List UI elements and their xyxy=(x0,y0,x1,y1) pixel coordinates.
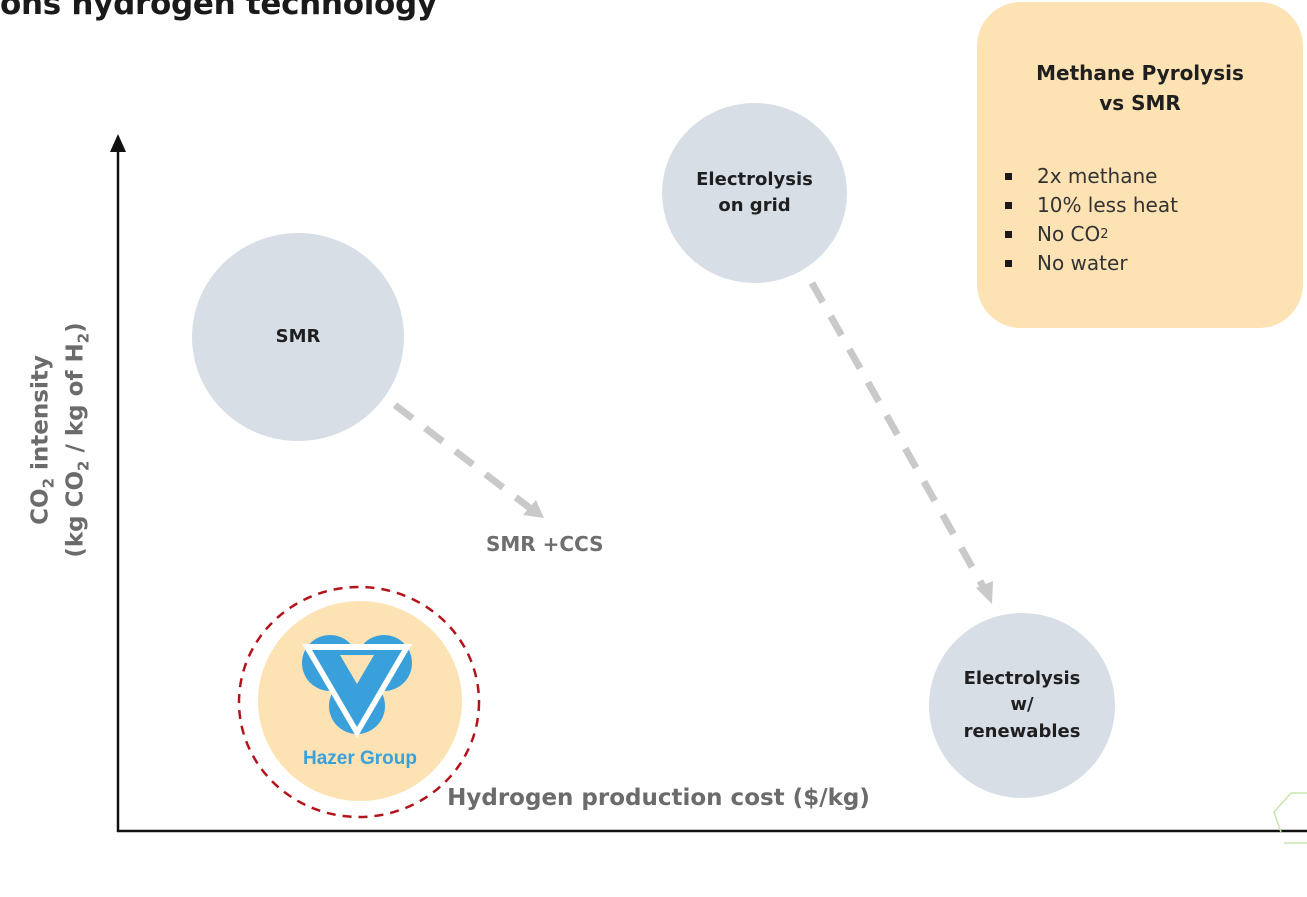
bullet-icon xyxy=(1005,202,1012,209)
callout-item-text: 10% less heat xyxy=(1037,193,1178,217)
bullet-icon xyxy=(1005,231,1012,238)
grid-to-renewables-arrowhead-icon xyxy=(976,581,993,604)
y-label-part: ) xyxy=(63,322,89,333)
grid-to-renewables-arrow xyxy=(808,281,989,592)
y-label-part: intensity xyxy=(27,355,54,478)
x-axis-label: Hydrogen production cost ($/kg) xyxy=(447,785,870,811)
callout-title: Methane Pyrolysis vs SMR xyxy=(977,58,1303,118)
smr-to-ccs-arrowhead-icon xyxy=(523,500,544,518)
electrolysis-renewables-label-line2: w/ xyxy=(1010,694,1034,716)
bullet-icon xyxy=(1005,173,1012,180)
callout-title-line2: vs SMR xyxy=(1099,91,1181,115)
hazer-highlight-ring xyxy=(237,585,481,819)
callout-title-line1: Methane Pyrolysis xyxy=(1036,61,1244,85)
smr-label: SMR xyxy=(275,325,321,347)
callout-item-text: No CO xyxy=(1037,222,1101,246)
y-axis-label-line1: CO2 intensity xyxy=(25,322,60,557)
callout-item: No water xyxy=(1005,249,1178,278)
callout-item: 2x methane xyxy=(1005,162,1178,191)
hexagon-decoration-icon xyxy=(1273,792,1307,833)
hazer-logo-icon xyxy=(302,635,412,738)
y-label-part: / kg of H xyxy=(63,343,89,461)
y-axis-arrowhead-icon xyxy=(110,134,126,152)
hazer-logo-text: Hazer Group xyxy=(302,748,418,769)
y-label-part: (kg CO xyxy=(63,470,89,558)
callout-item-subscript: 2 xyxy=(1100,227,1109,242)
electrolysis-renewables-bubble: Electrolysis w/ renewables xyxy=(929,613,1115,798)
y-axis-label-line2: (kg CO2 / kg of H2) xyxy=(60,322,95,557)
bullet-icon xyxy=(1005,260,1012,267)
y-label-part: CO xyxy=(27,488,54,525)
smr-to-ccs-arrow xyxy=(392,402,538,515)
smr-bubble: SMR xyxy=(192,233,404,441)
y-label-subscript: 2 xyxy=(74,332,93,344)
electrolysis-renewables-label-line3: renewables xyxy=(963,720,1081,742)
y-label-subscript: 2 xyxy=(74,460,93,471)
callout-item: 10% less heat xyxy=(1005,191,1178,220)
electrolysis-grid-bubble: Electrolysis on grid xyxy=(662,103,847,283)
electrolysis-grid-label-line1: Electrolysis xyxy=(696,168,813,190)
y-label-subscript: 2 xyxy=(39,477,58,489)
methane-pyrolysis-callout: Methane Pyrolysis vs SMR 2x methane 10% … xyxy=(977,2,1303,328)
electrolysis-renewables-label-line1: Electrolysis xyxy=(963,668,1081,690)
smr-ccs-label: SMR +CCS xyxy=(486,532,604,556)
electrolysis-grid-label-line2: on grid xyxy=(718,195,791,216)
callout-item-text: 2x methane xyxy=(1037,164,1158,188)
page-title: ons hydrogen technology xyxy=(0,0,437,22)
callout-item-text: No water xyxy=(1037,251,1128,275)
